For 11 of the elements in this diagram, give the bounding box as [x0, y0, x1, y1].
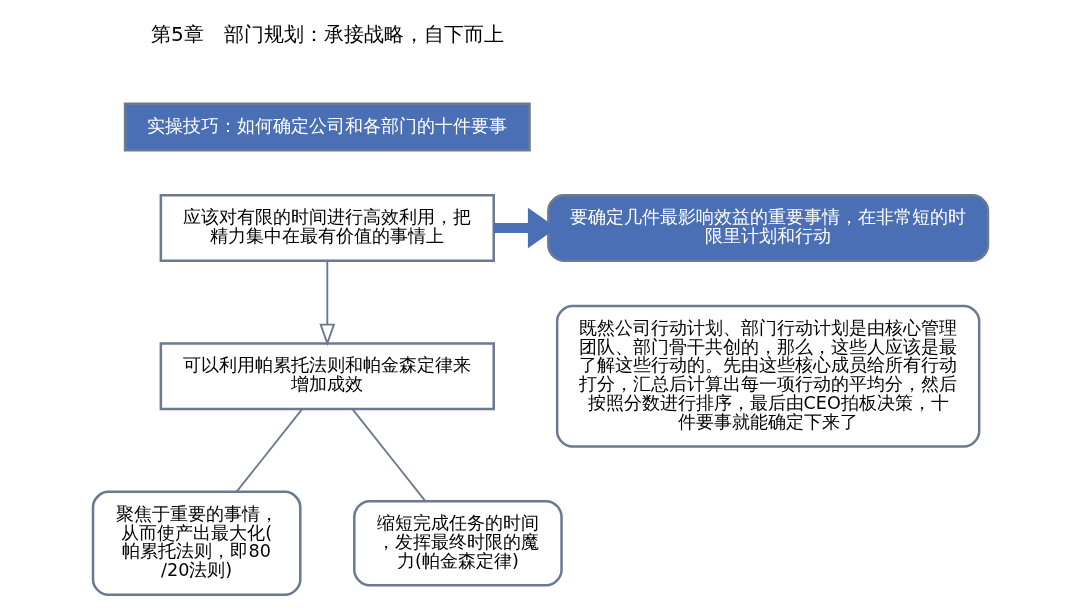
node-box: 可以利用帕累托法则和帕金森定律来增加成效: [159, 342, 495, 411]
node-box: 聚焦于重要的事情，从而使产出最大化(帕累托法则，即80/20法则): [91, 490, 302, 597]
arrow: [318, 259, 335, 347]
label: 第5章 部门规划：承接战略，自下而上: [150, 21, 504, 46]
node-box: 应该对有限的时间进行高效利用，把精力集中在最有价值的事情上: [159, 194, 495, 262]
node-box: 缩短完成任务的时间，发挥最终时限的魔力(帕金森定律): [352, 499, 563, 587]
connector: [235, 408, 303, 493]
node-box: 实操技巧：如何确定公司和各部门的十件要事: [123, 102, 531, 152]
node-box: 要确定几件最影响效益的重要事情，在非常短的时限里计划和行动: [546, 194, 989, 262]
node-box: 既然公司行动计划、部门行动计划是由核心管理团队、部门骨干共创的，那么，这些人应该是最了解这些行动的。先由这些核心成员给所有行动打分，汇总后计算出每一项行动的平均分，然后按照分数进行排序，最后由CEO拍板决策，十件要事就能确定下来了: [555, 304, 980, 448]
connector: [351, 408, 426, 502]
